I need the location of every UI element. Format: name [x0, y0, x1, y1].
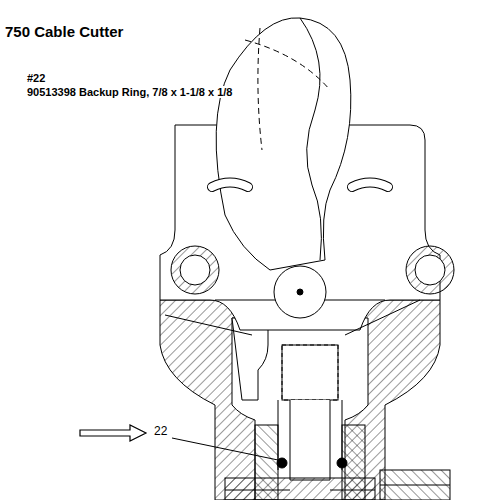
- title: 750 Cable Cutter: [5, 24, 123, 41]
- part-description: 90513398 Backup Ring, 7/8 x 1-1/8 x 1/8: [27, 86, 232, 98]
- callout-number: 22: [154, 425, 167, 438]
- part-number: #22: [27, 72, 45, 84]
